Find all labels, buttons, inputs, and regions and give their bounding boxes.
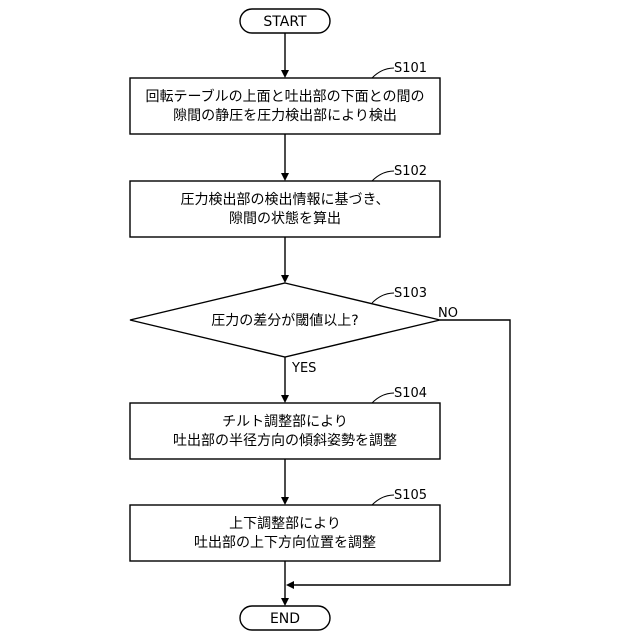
arrowhead-s101 [281,70,289,78]
arrowhead-end [281,598,289,606]
no-branch-label: NO [438,306,458,321]
arrowhead-s105 [281,497,289,505]
leader-s105 [372,495,394,505]
step-text-s105-line1: 上下調整部により [229,516,341,532]
step-text-s105-line2: 吐出部の上下方向位置を調整 [194,535,376,551]
end-label: END [270,611,300,627]
arrowhead-s102 [281,173,289,181]
step-id-s105: S105 [394,488,427,503]
step-id-s104: S104 [394,386,427,401]
step-id-s101: S101 [394,61,427,76]
step-text-s101-line2: 隙間の静圧を圧力検出部により検出 [173,108,397,124]
process-box-s105 [130,505,440,561]
process-box-s104 [130,403,440,459]
leader-s103 [372,293,394,303]
step-id-s102: S102 [394,164,427,179]
arrowhead-s103 [281,275,289,283]
step-text-s102-line1: 圧力検出部の検出情報に基づき、 [180,191,389,208]
process-box-s101 [130,78,440,134]
arrowhead-s104 [281,395,289,403]
step-text-s101-line1: 回転テーブルの上面と吐出部の下面との間の [145,88,424,105]
decision-text-s103: 圧力の差分が閾値以上? [211,313,358,329]
yes-branch-label: YES [291,361,316,376]
step-id-s103: S103 [394,286,427,301]
step-text-s104-line2: 吐出部の半径方向の傾斜姿勢を調整 [173,433,397,449]
step-text-s102-line2: 隙間の状態を算出 [229,211,341,227]
start-label: START [263,14,307,30]
leader-s104 [372,393,394,403]
leader-s101 [372,68,394,78]
arrowhead-no-merge [286,581,294,589]
step-text-s104-line1: チルト調整部により [222,414,348,430]
leader-s102 [372,171,394,181]
process-box-s102 [130,181,440,237]
